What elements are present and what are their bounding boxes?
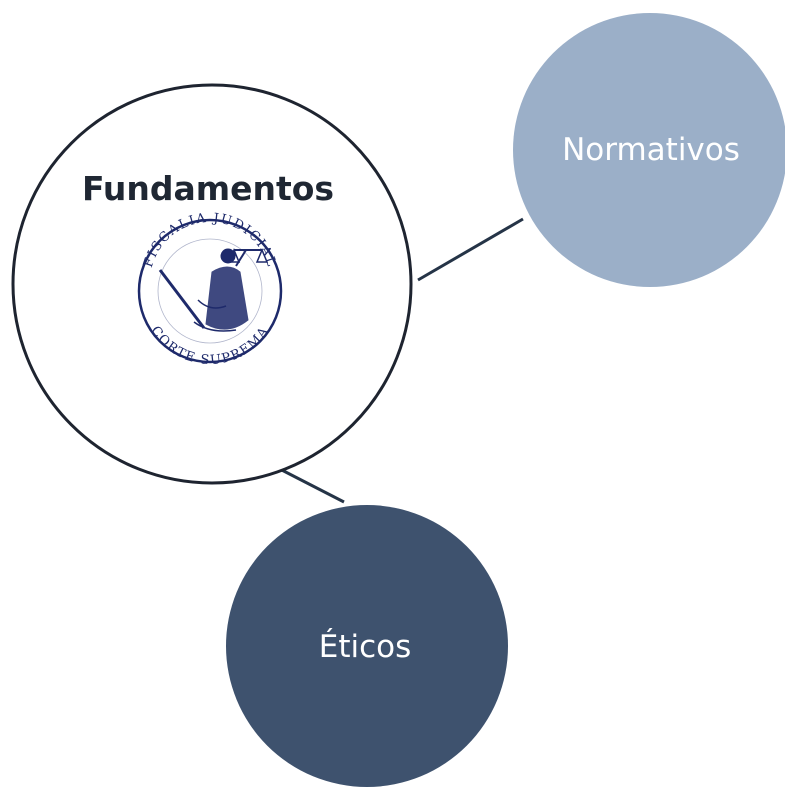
lady-justice-icon: [158, 248, 269, 332]
node-normativos-label: Normativos: [562, 132, 740, 168]
fiscalia-seal-logo: FISCALIA JUDICIAL CORTE SUPREMA: [137, 211, 283, 368]
connector-eticos: [271, 463, 345, 504]
connector-normativos: [417, 217, 524, 282]
node-eticos-label: Éticos: [319, 629, 412, 665]
center-node-label: Fundamentos: [82, 169, 334, 208]
node-normativos-circle: [513, 13, 785, 287]
node-eticos: Éticos: [226, 505, 508, 787]
node-normativos: Normativos: [513, 13, 785, 287]
node-eticos-circle: [226, 505, 508, 787]
center-node: Fundamentos FISCALIA JUDICIAL CORTE SUPR…: [11, 83, 413, 485]
